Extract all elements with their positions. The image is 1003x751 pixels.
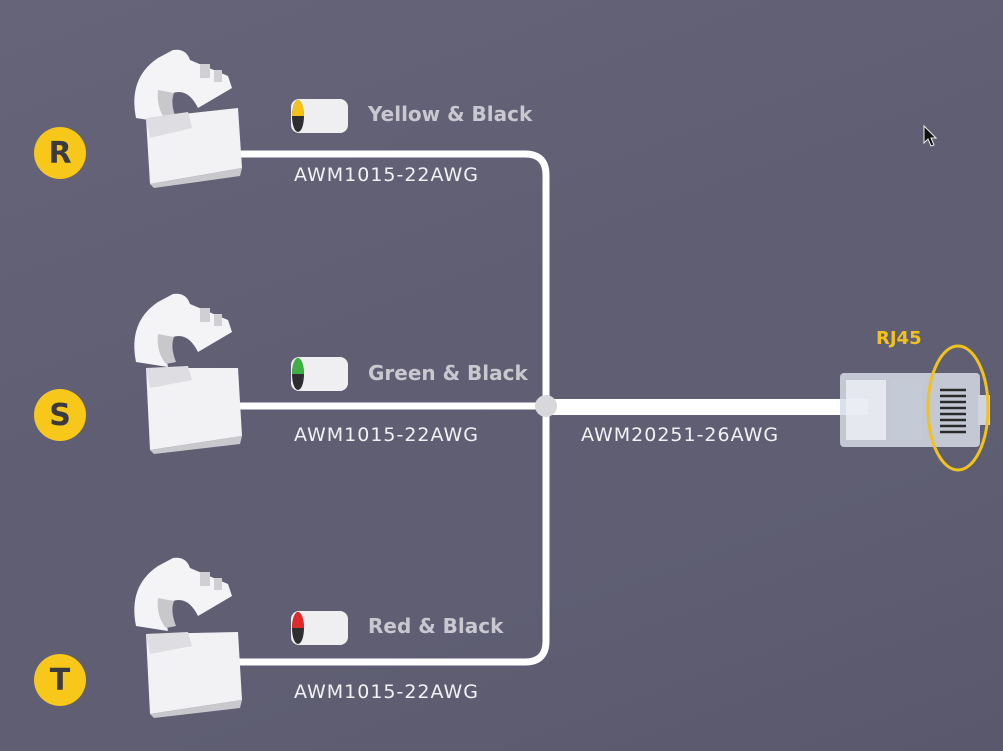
output-cable (546, 399, 868, 415)
wire-swatch-s (291, 357, 348, 391)
cable-spec-s: AWM1015-22AWG (294, 424, 479, 446)
ct-sensor-t (134, 557, 242, 718)
wire-t (225, 406, 550, 666)
ct-sensor-r (134, 49, 242, 188)
wire-color-label-t: Red & Black (368, 614, 504, 638)
wire-r (225, 150, 550, 406)
wire-color-label-r: Yellow & Black (368, 102, 533, 126)
cable-spec-t: AWM1015-22AWG (294, 681, 479, 703)
phase-badge-r: R (34, 127, 86, 179)
rj45-highlight-ring (926, 344, 990, 472)
cable-spec-r: AWM1015-22AWG (294, 164, 479, 186)
rj45-connector (840, 344, 990, 472)
wire-color-label-s: Green & Black (368, 361, 528, 385)
ct-sensor-s (134, 293, 242, 454)
rj45-pins (940, 388, 966, 434)
phase-badge-s: S (34, 389, 86, 441)
junction-node (535, 395, 557, 417)
mouse-cursor-icon (923, 124, 938, 147)
connector-label: RJ45 (876, 328, 922, 349)
output-cable-spec: AWM20251-26AWG (581, 424, 780, 446)
wire-swatch-t (291, 611, 348, 645)
phase-badge-t: T (34, 654, 86, 706)
wire-swatch-r (291, 99, 348, 133)
